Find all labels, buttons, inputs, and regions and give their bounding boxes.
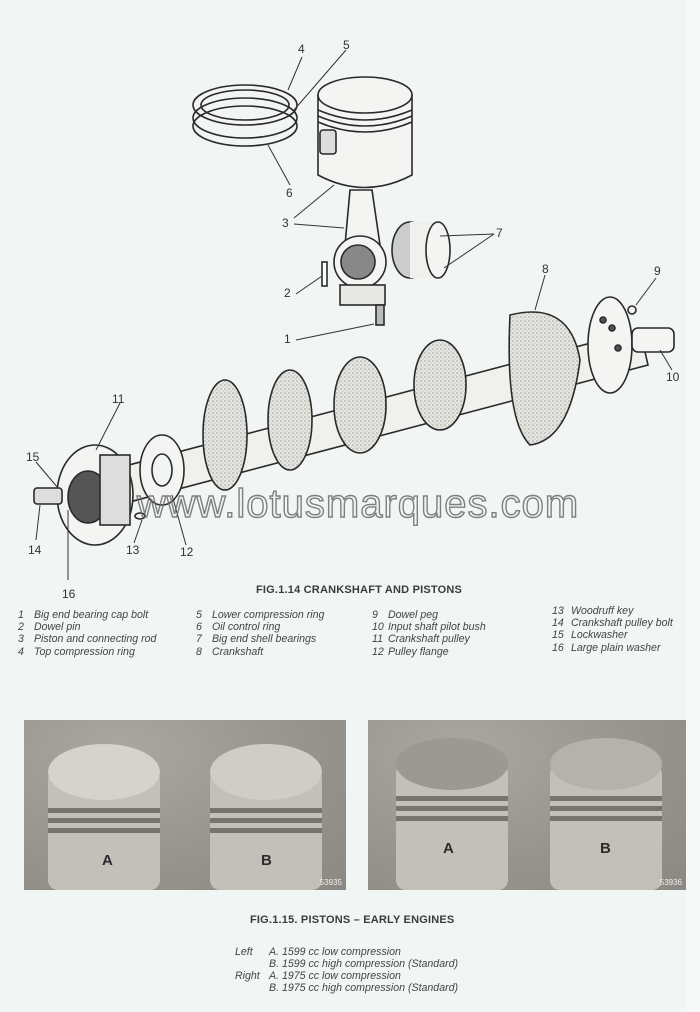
legend-item: 3 Piston and connecting rod	[18, 633, 157, 646]
legend-item: 13 Woodruff key	[552, 605, 634, 617]
pistons-photo-left: A B 53935	[24, 720, 346, 890]
callout-5: 5	[343, 38, 350, 52]
legend-item: 4 Top compression ring	[18, 645, 135, 658]
piston-a-photo-icon	[396, 738, 508, 890]
crankshaft-pistons-diagram	[33, 49, 675, 580]
callout-15: 15	[26, 450, 40, 464]
legend-item: 12 Pulley flange	[372, 645, 449, 658]
crankshaft-icon	[109, 296, 675, 506]
callout-16: 16	[62, 587, 76, 601]
callout-4: 4	[298, 42, 305, 56]
piston-a-photo-icon	[48, 744, 160, 890]
legend-item: 14 Crankshaft pulley bolt	[552, 617, 673, 630]
callout-9: 9	[654, 264, 661, 278]
callout-10: 10	[666, 370, 680, 384]
legend-item: 1 Big end bearing cap bolt	[18, 609, 149, 621]
callout-1: 1	[284, 332, 291, 346]
callout-6: 6	[286, 186, 293, 200]
connecting-rod-icon	[333, 189, 387, 326]
label-b: B	[600, 840, 611, 857]
callout-8: 8	[542, 262, 549, 276]
piston-icon	[317, 76, 413, 189]
page-edge	[686, 0, 700, 1012]
figure-1-14-legend: 1 Big end bearing cap bolt 2 Dowel pin 3…	[18, 605, 698, 659]
callout-13: 13	[126, 543, 140, 557]
legend-item: 7 Big end shell bearings	[196, 633, 317, 646]
callout-7: 7	[496, 226, 503, 240]
legend-item: 16 Large plain washer	[552, 641, 661, 654]
figure-1-14-title: FIG.1.14 CRANKSHAFT AND PISTONS	[256, 584, 463, 596]
legend-item: 2 Dowel pin	[18, 621, 81, 634]
photo-id: 53936	[659, 878, 682, 887]
piston-b-photo-icon	[210, 744, 322, 890]
callout-11: 11	[112, 392, 125, 406]
legend-item: 8 Crankshaft	[196, 645, 264, 658]
legend-item: 15 Lockwasher	[552, 629, 628, 642]
legend-item: 9 Dowel peg	[372, 609, 439, 621]
piston-b-photo-icon	[550, 738, 662, 890]
photo-id: 53935	[319, 878, 342, 887]
label-a: A	[102, 852, 113, 869]
legend-item: 6 Oil control ring	[196, 621, 281, 634]
piston-rings-icon	[192, 84, 298, 147]
callout-2: 2	[284, 286, 291, 300]
watermark: www.lotusmarques.com	[136, 481, 580, 526]
label-a: A	[443, 840, 454, 857]
callout-12: 12	[180, 545, 194, 559]
legend-item: 11 Crankshaft pulley	[372, 633, 470, 646]
legend-column-2: 5 Lower compression ring 6 Oil control r…	[196, 609, 324, 658]
legend-item: 10 Input shaft pilot bush	[372, 621, 486, 634]
legend-column-3: 9 Dowel peg 10 Input shaft pilot bush 11…	[372, 609, 486, 658]
caption-row: B. 1599 cc high compression (Standard)	[269, 958, 459, 970]
callout-3: 3	[282, 216, 289, 230]
bearing-shells-icon	[391, 221, 451, 279]
callout-14: 14	[28, 543, 42, 557]
caption-row: B. 1975 cc high compression (Standard)	[269, 982, 459, 994]
crankshaft-pulley-icon	[33, 434, 185, 546]
pistons-photo-right: A B 53936	[368, 720, 686, 890]
legend-column-1: 1 Big end bearing cap bolt 2 Dowel pin 3…	[18, 609, 156, 658]
legend-column-4: 13 Woodruff key 14 Crankshaft pulley bol…	[552, 605, 673, 654]
label-b: B	[261, 852, 272, 869]
figure-1-15-title: FIG.1.15. PISTONS – EARLY ENGINES	[250, 914, 455, 926]
legend-item: 5 Lower compression ring	[196, 609, 325, 621]
